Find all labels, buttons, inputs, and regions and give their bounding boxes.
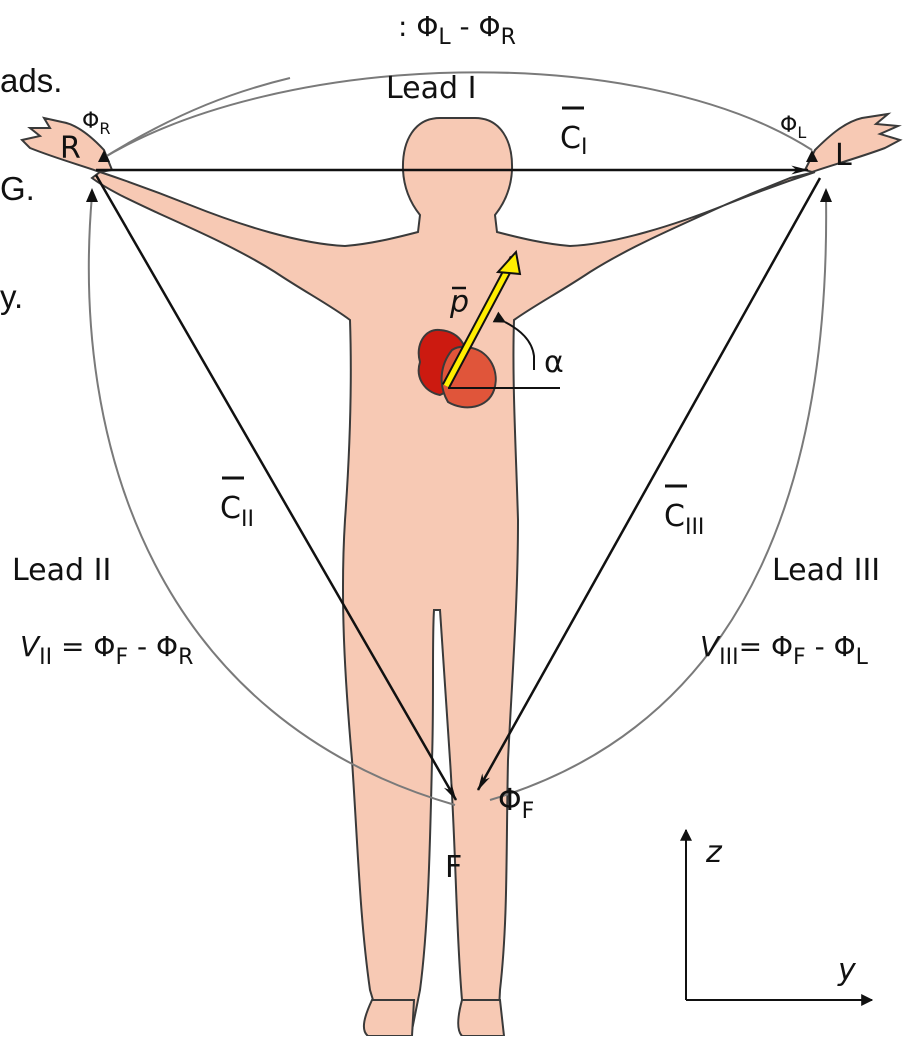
angle-alpha-label: α <box>544 345 564 380</box>
C-II-label: CII <box>220 491 254 532</box>
human-body-silhouette <box>90 117 816 1031</box>
angle-alpha-arc <box>492 311 535 370</box>
lead-I-arc <box>99 71 813 161</box>
electrode-F-label: F <box>445 850 462 885</box>
electrode-R-top-tip <box>98 150 110 162</box>
C-I-label: CI <box>560 121 587 160</box>
lead-II-arc <box>87 194 456 806</box>
lead-II-equation: VII = ΦF - ΦR <box>20 630 193 670</box>
lead-vector-C-III <box>476 177 822 791</box>
lead-I-label: Lead I <box>386 71 476 106</box>
lead-vector-C-II <box>94 174 458 801</box>
dipole-p-label: p <box>449 285 469 320</box>
right-foot <box>362 999 416 1037</box>
lead-II-label: Lead II <box>12 553 111 588</box>
electrode-L-label: L <box>835 138 852 173</box>
electrode-R-label: R <box>60 131 81 166</box>
lead-III-equation: VIII= ΦF - ΦL <box>700 630 869 670</box>
y-axis-label: y <box>837 953 857 988</box>
side-text-line2: G. <box>0 170 35 207</box>
lead-III-label: Lead III <box>772 553 880 588</box>
side-text-line3: y. <box>0 278 23 315</box>
electrode-L-arrow-tip <box>820 188 832 202</box>
z-axis-label: z <box>705 835 723 870</box>
electrode-L-top-tip <box>806 150 818 162</box>
dipole-vector-p-fill <box>443 256 517 388</box>
C-III-label: CIII <box>664 499 704 540</box>
left-foot <box>457 999 506 1037</box>
left-hand <box>803 112 903 174</box>
electrode-R-phi: ΦR <box>82 109 110 138</box>
lead-I-arc-left <box>99 77 291 161</box>
lead-III-arc <box>489 194 828 801</box>
electrode-F-phi: ΦF <box>498 783 534 824</box>
side-text-line1: ads. <box>0 62 62 99</box>
lead-I-equation: : ΦL - ΦR <box>398 10 516 50</box>
electrode-R-arrow-tip <box>86 188 98 202</box>
dipole-arrowhead <box>495 249 522 276</box>
right-hand <box>20 116 114 174</box>
electrode-L-phi: ΦL <box>780 113 806 142</box>
